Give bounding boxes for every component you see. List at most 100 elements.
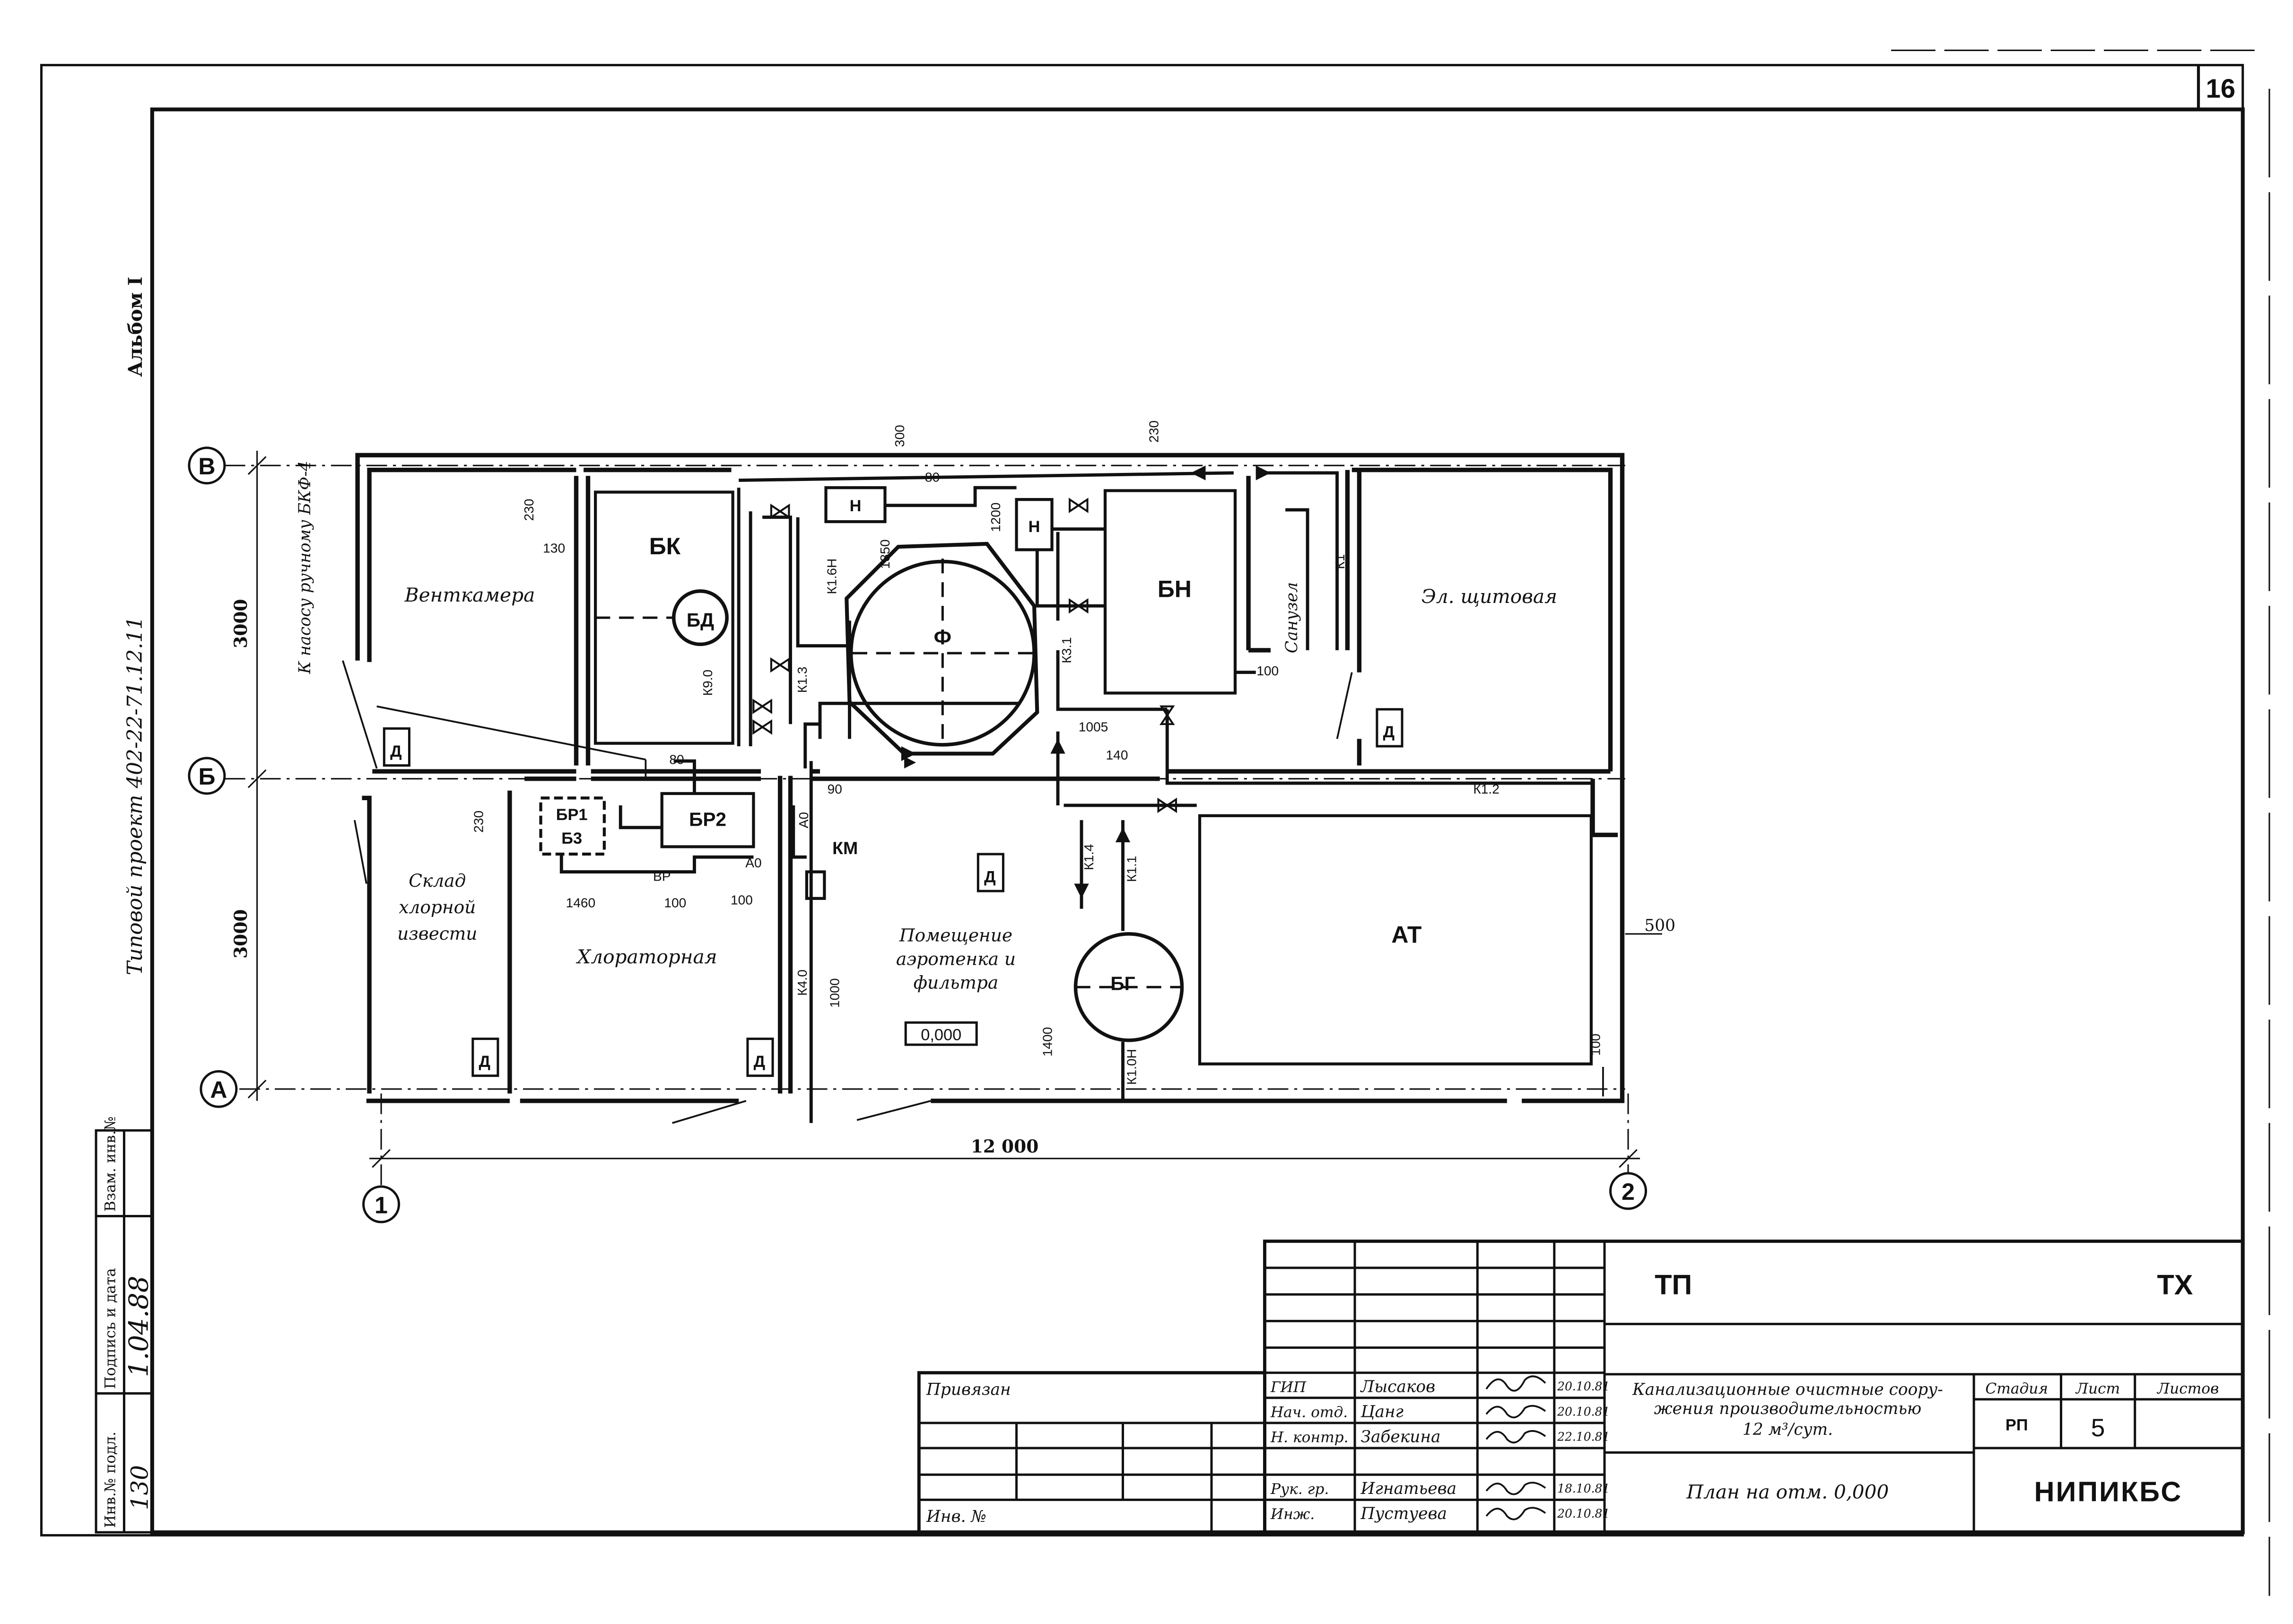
stamp-plan-title: План на отм. 0,000 <box>1686 1480 1889 1503</box>
door-d3: Д <box>984 868 995 886</box>
axis-markers <box>188 446 1648 1223</box>
stamp-stage: РП <box>2005 1416 2028 1434</box>
dim-1460: 1460 <box>566 896 596 910</box>
room-el-shchit: Эл. щитовая <box>1421 585 1557 608</box>
side-vzam: Взам. инв.№ <box>102 1117 119 1212</box>
stamp-name-0: Лысаков <box>1360 1377 1436 1396</box>
title-block <box>917 1240 2245 1534</box>
stamp-role-1: Нач. отд. <box>1270 1404 1348 1421</box>
room-sanuzel: Санузел <box>1282 582 1301 653</box>
room-sklad-3: извести <box>397 923 477 944</box>
axis-a-label: А <box>210 1077 227 1103</box>
stamp-name-4: Пустуева <box>1360 1504 1447 1523</box>
pipe-k16n: К1.6Н <box>824 559 839 594</box>
sheet-frame <box>40 49 2270 1596</box>
stamp-role-0: ГИП <box>1270 1379 1307 1396</box>
room-pom-2: аэротенка и <box>896 948 1016 969</box>
level-mark: 0,000 <box>921 1026 961 1044</box>
stamp-name-3: Игнатьева <box>1360 1479 1457 1498</box>
dim-12000: 12 000 <box>971 1136 1038 1157</box>
pipe-k1: К1 <box>1333 554 1347 569</box>
dim-1005: 1005 <box>1079 720 1108 734</box>
stamp-date-2: 22.10.81 <box>1557 1430 1610 1443</box>
stamp-date-0: 20.10.81 <box>1557 1380 1610 1393</box>
side-stamp-table <box>95 1129 154 1534</box>
stamp-sheet-h: Лист <box>2075 1380 2120 1397</box>
dim-130: 130 <box>543 541 565 556</box>
pipe-k31: К3.1 <box>1059 637 1074 663</box>
stamp-tp: ТП <box>1655 1269 1692 1301</box>
dim-300: 300 <box>892 425 907 447</box>
dim-90: 90 <box>828 782 842 796</box>
dim-1000: 1000 <box>828 978 842 1008</box>
room-ventkamera: Венткамера <box>404 584 535 606</box>
eq-bd: БД <box>687 609 714 631</box>
axis-2-label: 2 <box>1622 1179 1635 1205</box>
stamp-org: НИПИКБС <box>2034 1476 2183 1508</box>
eq-n2: Н <box>1029 518 1040 536</box>
dim-230-top: 230 <box>1146 420 1161 443</box>
axis-1-label: 1 <box>375 1192 388 1218</box>
eq-f: Ф <box>934 626 951 649</box>
dim-80b: 80 <box>669 752 684 767</box>
axis-b-label: Б <box>198 763 215 790</box>
sheet-number: 16 <box>2206 73 2236 103</box>
dim-500: 500 <box>1644 917 1675 935</box>
door-d4: Д <box>479 1053 490 1071</box>
stamp-tx: ТХ <box>2157 1269 2193 1301</box>
eq-b3: Б3 <box>561 829 582 847</box>
flow-arrows <box>901 465 1271 899</box>
dim-100b: 100 <box>731 892 753 907</box>
valves <box>752 498 1177 813</box>
dashed-lines <box>595 559 1182 988</box>
building-walls <box>355 453 1625 1103</box>
pipe-k90: К9.0 <box>700 670 715 696</box>
pump-note: К насосу ручному БКФ-4 <box>296 461 314 674</box>
pipe-a0b: А0 <box>796 812 811 828</box>
eq-bn: БН <box>1158 576 1192 602</box>
eq-bk: БК <box>649 533 681 559</box>
side-podpis: 1.04.88 <box>123 1275 154 1377</box>
side-podpis-h: Подпись и дата <box>102 1268 119 1389</box>
stamp-date-1: 20.10.81 <box>1557 1405 1610 1418</box>
stamp-title-1: Канализационные очистные соору- <box>1632 1380 1943 1399</box>
stamp-inv-no: Инв. № <box>926 1507 986 1526</box>
dimension-lines <box>247 451 1662 1168</box>
dim-100-at: 100 <box>1588 1034 1603 1056</box>
stamp-title-3: 12 м³/сут. <box>1743 1420 1833 1439</box>
room-sklad-2: хлорной <box>399 897 476 917</box>
stamp-name-2: Забекина <box>1361 1428 1441 1447</box>
side-inv-podl: 130 <box>126 1465 153 1510</box>
dim-100-san: 100 <box>1256 664 1279 678</box>
dim-1200: 1200 <box>988 502 1003 532</box>
pipe-vr: ВР <box>653 869 671 883</box>
eq-n1: Н <box>850 497 862 515</box>
dim-3000-top: 3000 <box>230 599 251 648</box>
album-label: Альбом I <box>124 277 147 377</box>
stamp-role-3: Рук. гр. <box>1270 1481 1329 1498</box>
eq-bg: БГ <box>1110 972 1135 994</box>
room-pom-1: Помещение <box>899 925 1012 945</box>
stamp-role-4: Инж. <box>1270 1506 1315 1523</box>
room-symbols <box>383 708 1404 1077</box>
project-label: Типовой проект 402-22-71.12.11 <box>123 616 147 975</box>
dim-1400: 1400 <box>1040 1027 1055 1057</box>
pipe-a0a: А0 <box>745 856 761 870</box>
pipe-k40: К4.0 <box>795 969 810 995</box>
pipe-k14: К1.4 <box>1081 844 1096 870</box>
stamp-privyazan: Привязан <box>926 1380 1011 1399</box>
dim-100a: 100 <box>664 896 686 910</box>
stamp-stage-h: Стадия <box>1985 1380 2048 1397</box>
grid-axes <box>224 464 1629 1190</box>
side-inv-podl-h: Инв.№ подл. <box>102 1432 119 1528</box>
eq-br2: БР2 <box>689 809 726 830</box>
pipe-k13: К1.3 <box>795 667 810 693</box>
stamp-signatures <box>1485 1375 1546 1520</box>
eq-br1: БР1 <box>556 806 588 824</box>
pipe-k10n: К1.0Н <box>1125 1049 1139 1085</box>
dim-1850: 1850 <box>878 540 892 569</box>
stamp-date-4: 20.10.81 <box>1557 1507 1610 1520</box>
door-swings <box>342 660 1604 1124</box>
stamp-role-2: Н. контр. <box>1270 1429 1349 1446</box>
axis-v-label: В <box>198 453 215 480</box>
